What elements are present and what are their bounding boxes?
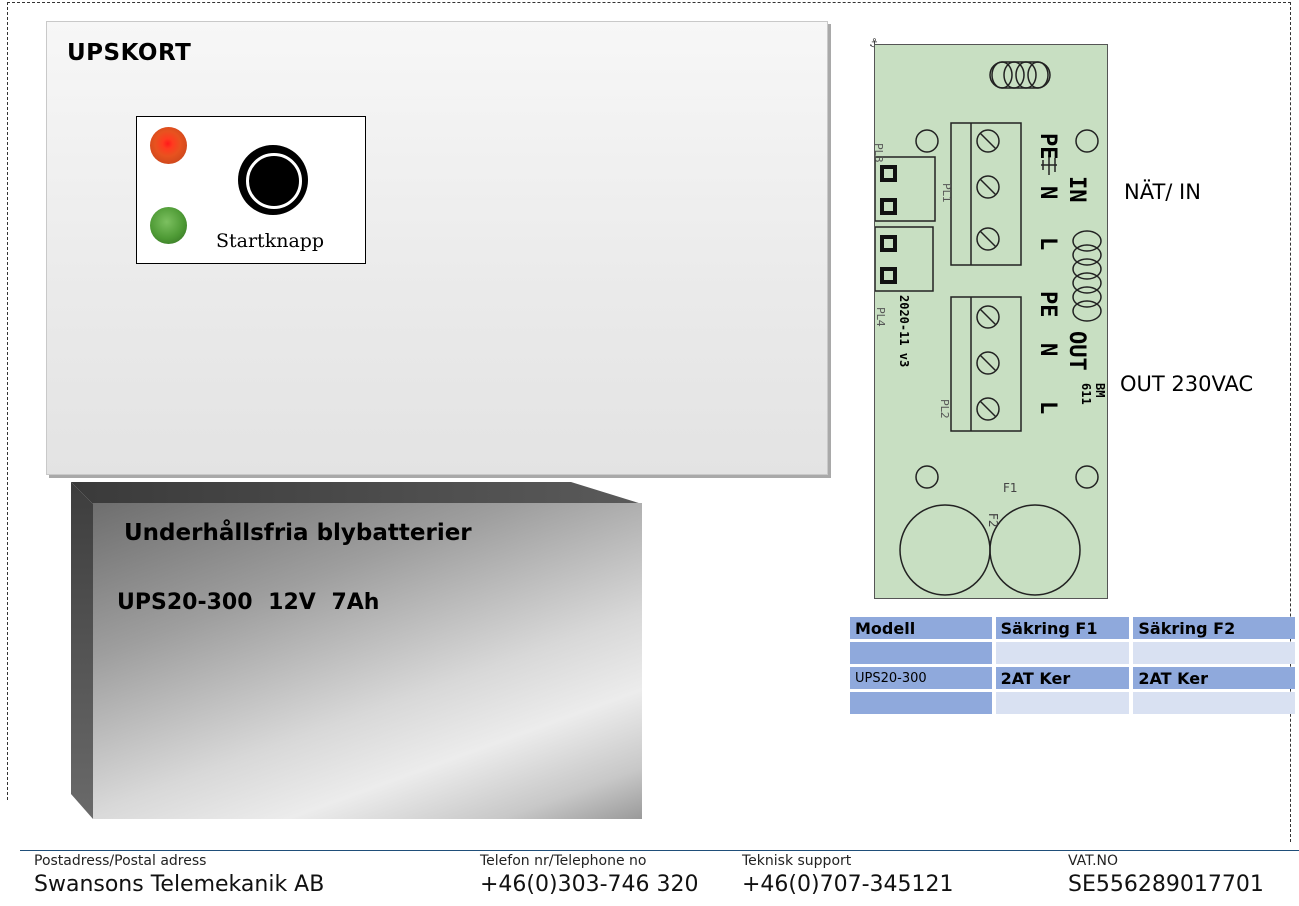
table-cell	[995, 642, 1130, 664]
battery-model: UPS20-300 12V 7Ah	[117, 590, 380, 615]
table-cell	[850, 692, 992, 714]
pcb-label-pl1: PL1	[940, 183, 953, 203]
table-header-row: Modell Säkring F1 Säkring F2	[850, 617, 1295, 639]
pcb-label-in-l: L	[1035, 237, 1060, 251]
footer-support-label: Teknisk support	[742, 853, 852, 869]
pcb-board: PL3 PL1 PL4 PL2 PE N L IN PE N L OUT 202…	[872, 44, 1108, 599]
ups-card-title: UPSKORT	[67, 40, 192, 66]
green-led-icon	[150, 207, 187, 244]
table-cell	[1133, 692, 1295, 714]
pcb-label-in: IN	[1064, 176, 1089, 203]
battery-3d-shape	[71, 482, 642, 819]
table-cell: UPS20-300	[850, 667, 992, 689]
footer-support-value: +46(0)707-345121	[742, 872, 954, 897]
pcb-label-pl3: PL3	[872, 143, 885, 163]
footer-vat-value: SE556289017701	[1068, 872, 1264, 897]
table-cell	[995, 692, 1130, 714]
pcb-label-f2: F2	[986, 513, 1000, 528]
table-row	[850, 692, 1295, 714]
label-nat-in: NÄT/ IN	[1124, 180, 1201, 204]
table-cell: 2AT Ker	[1133, 667, 1295, 689]
fuse-table: Modell Säkring F1 Säkring F2 UPS20-300 2…	[846, 614, 1299, 717]
footer-postal-label: Postadress/Postal adress	[34, 853, 207, 869]
pcb-label-in-n: N	[1035, 186, 1060, 200]
dashed-border-right	[1290, 2, 1291, 842]
start-button-label: Startknapp	[216, 230, 325, 252]
table-cell: 2AT Ker	[995, 667, 1130, 689]
footer-postal-value: Swansons Telemekanik AB	[34, 872, 325, 897]
pcb-label-out: OUT	[1064, 331, 1089, 371]
pcb-label-in-pe: PE	[1035, 133, 1060, 160]
pcb-label-pl2: PL2	[938, 399, 951, 419]
red-led-icon	[150, 127, 187, 164]
footer-phone-label: Telefon nr/Telephone no	[480, 853, 647, 869]
pcb-label-bm: BM 611	[1079, 383, 1107, 405]
anchor-icon: ⚓	[869, 36, 880, 50]
dashed-border-top	[7, 2, 1291, 3]
label-out-230vac: OUT 230VAC	[1120, 372, 1254, 396]
pcb-label-pl4: PL4	[874, 307, 887, 327]
table-cell	[1133, 642, 1295, 664]
pcb-drawing	[875, 61, 1102, 596]
table-row	[850, 642, 1295, 664]
table-cell	[850, 642, 992, 664]
pcb-label-date: 2020-11 v3	[897, 295, 911, 368]
footer-vat-label: VAT.NO	[1068, 853, 1119, 869]
dashed-border-left	[7, 2, 8, 800]
table-header-cell: Säkring F2	[1133, 617, 1295, 639]
footer-divider	[20, 850, 1299, 851]
pcb-label-out-n: N	[1035, 343, 1060, 357]
battery-front-face	[93, 503, 642, 819]
battery-title: Underhållsfria blybatterier	[124, 520, 472, 546]
footer-phone-value: +46(0)303-746 320	[480, 872, 699, 897]
start-button-ring-icon	[246, 153, 302, 209]
table-row: UPS20-300 2AT Ker 2AT Ker	[850, 667, 1295, 689]
pcb-label-out-pe: PE	[1035, 291, 1060, 318]
pcb-label-f1: F1	[1003, 481, 1018, 495]
start-button[interactable]	[238, 145, 308, 215]
table-header-cell: Modell	[850, 617, 992, 639]
pcb-label-out-l: L	[1035, 401, 1060, 415]
table-header-cell: Säkring F1	[995, 617, 1130, 639]
